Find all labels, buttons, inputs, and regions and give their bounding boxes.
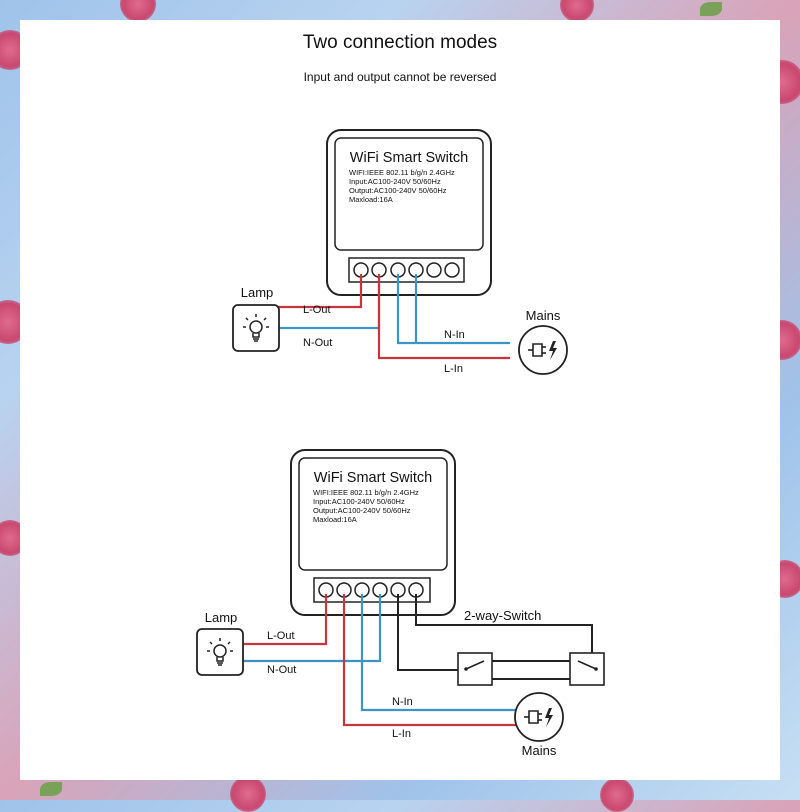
diagram-2: WiFi Smart Switch WIFI:IEEE 802.11 b/g/n… (196, 449, 605, 758)
flower-decoration (600, 778, 634, 812)
lamp-box (232, 304, 280, 352)
mains-circle (518, 325, 568, 375)
mains-label: Mains (522, 743, 557, 758)
flower-decoration (230, 776, 266, 812)
switch-lever-icon (577, 660, 597, 670)
device-name: WiFi Smart Switch (350, 150, 468, 166)
device-label-plate (298, 457, 448, 571)
wiring-diagrams: WiFi Smart Switch WIFI:IEEE 802.11 b/g/n… (196, 129, 605, 758)
mains-circle (514, 692, 564, 742)
device-spec-output: Output:AC100-240V 50/60Hz (313, 506, 411, 515)
terminal-screw (444, 262, 460, 278)
wire-n-in (396, 274, 510, 345)
wire-l-in (342, 594, 518, 727)
wire-label-l-out: L-Out (303, 304, 331, 316)
wire-label-l-in: L-In (444, 363, 463, 375)
wire-label-n-in: N-In (392, 696, 413, 708)
wire-label-n-out: N-Out (267, 664, 296, 676)
device-spec-maxload: Maxload:16A (313, 515, 357, 524)
two-way-switch-left (457, 652, 493, 686)
lamp-label: Lamp (241, 285, 274, 300)
wire-l-in (377, 274, 510, 360)
two-way-switch-right (569, 652, 605, 686)
switch-lever-icon (465, 660, 485, 670)
device-spec-wifi: WIFI:IEEE 802.11 b/g/n 2.4GHz (349, 168, 455, 177)
switch-contact (464, 667, 468, 671)
mains-label: Mains (526, 308, 561, 323)
wire-l-out (277, 274, 363, 309)
device-spec-maxload: Maxload:16A (349, 195, 393, 204)
device-spec-output: Output:AC100-240V 50/60Hz (349, 186, 447, 195)
wire-label-n-out: N-Out (303, 337, 332, 349)
page-title: Two connection modes (302, 32, 498, 53)
lamp-label: Lamp (205, 610, 238, 625)
wire-l-out (240, 594, 328, 646)
device-spec-input: Input:AC100-240V 50/60Hz (349, 177, 441, 186)
switch-contact (594, 667, 598, 671)
wire-n-out (240, 594, 382, 663)
lamp-box (196, 628, 244, 676)
leaf-decoration (40, 782, 62, 796)
wire-label-n-in: N-In (444, 329, 465, 341)
page-subtitle: Input and output cannot be reversed (303, 70, 497, 84)
device-spec-wifi: WIFI:IEEE 802.11 b/g/n 2.4GHz (313, 488, 419, 497)
diagram-panel: Two connection modes Input and output ca… (20, 20, 780, 780)
wire-label-l-out: L-Out (267, 630, 295, 642)
device-spec-input: Input:AC100-240V 50/60Hz (313, 497, 405, 506)
device-name: WiFi Smart Switch (314, 470, 432, 486)
flower-decoration (560, 0, 594, 22)
diagram-1: WiFi Smart Switch WIFI:IEEE 802.11 b/g/n… (232, 129, 568, 375)
wire-n-in (360, 594, 518, 712)
flower-decoration (120, 0, 156, 22)
switch-label: 2-way-Switch (464, 608, 541, 623)
leaf-decoration (700, 2, 722, 16)
wire-switch-b (415, 594, 593, 660)
device-label-plate (334, 137, 484, 251)
wire-switch-a (397, 594, 460, 671)
terminal-screw (426, 262, 442, 278)
wire-label-l-in: L-In (392, 728, 411, 740)
